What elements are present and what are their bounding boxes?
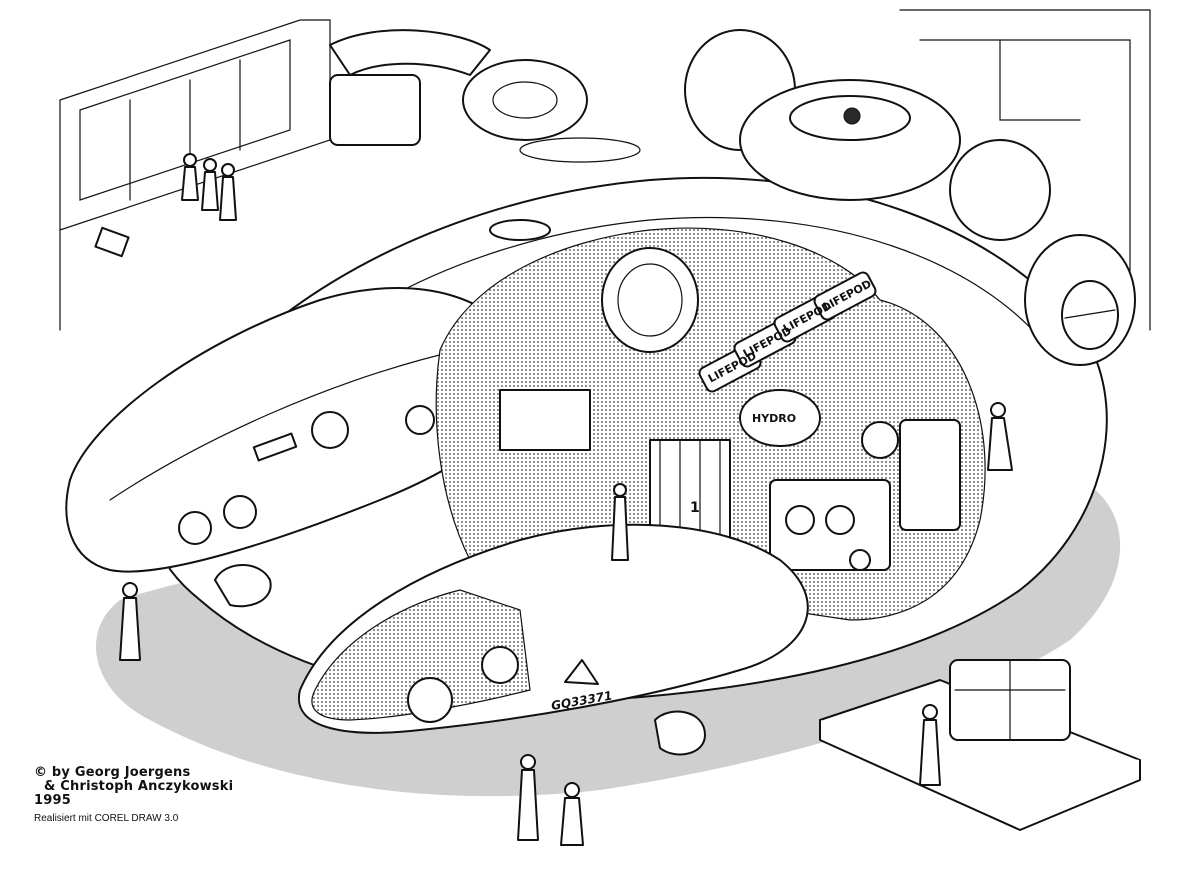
crew-figure-interior	[611, 483, 629, 561]
cargo-sled	[819, 659, 1141, 831]
credit-software: Realisiert mit COREL DRAW 3.0	[34, 813, 179, 824]
crew-figure-bottom	[517, 754, 584, 846]
crew-figure-right	[987, 402, 1013, 471]
ship-left-nacelle	[65, 287, 525, 573]
ship-upper-turret	[329, 29, 588, 241]
crew-group-upper-left	[181, 153, 237, 221]
artist-credits: © by Georg Joergens & Christoph Anczykow…	[34, 766, 233, 825]
credit-line-coauthor: & Christoph Anczykowski	[44, 779, 234, 794]
crew-figures	[119, 153, 1013, 846]
ship-right-nacelle: GQ33371	[297, 523, 809, 734]
lifepod-stack: LIFEPOD LIFEPOD LIFEPOD LIFEPOD	[698, 271, 877, 393]
credit-line-author: © by Georg Joergens	[34, 765, 191, 780]
credit-year: 1995	[34, 793, 71, 808]
crew-figure-sled	[919, 704, 941, 786]
hydro-tank: HYDRO	[739, 389, 821, 447]
hydro-label: HYDRO	[752, 412, 796, 425]
ship-cutaway-interior	[435, 227, 986, 621]
ship-right-engines	[684, 29, 1136, 366]
hangar-wall-right	[899, 9, 1151, 331]
floor-debris	[94, 226, 706, 756]
crew-figure-left	[119, 582, 141, 661]
deck-number-label: 1	[690, 500, 700, 516]
